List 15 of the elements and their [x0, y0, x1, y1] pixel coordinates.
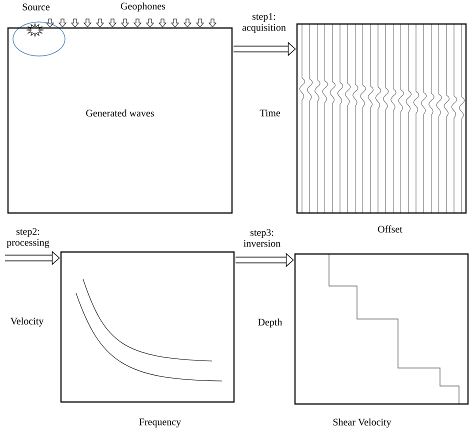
edge-label: step3: inversion — [244, 229, 280, 247]
axis-label: Depth — [258, 318, 282, 328]
axis-label: Offset — [378, 225, 402, 233]
axis-label: Frequency — [139, 418, 182, 428]
velocity-profile-plot — [294, 253, 469, 405]
axis-label: Time — [260, 110, 280, 116]
dispersion-plot — [60, 251, 235, 403]
edge-label: step1: acquisition — [242, 13, 286, 33]
geophones-label: Geophones — [120, 2, 166, 12]
box-text: Generated waves — [86, 109, 154, 117]
axis-label: Shear Velocity — [333, 418, 392, 428]
axis-label: Velocity — [10, 317, 44, 327]
edge-label: step2: processing — [6, 228, 50, 248]
model-box — [7, 27, 233, 214]
source-label: Source — [22, 4, 50, 10]
